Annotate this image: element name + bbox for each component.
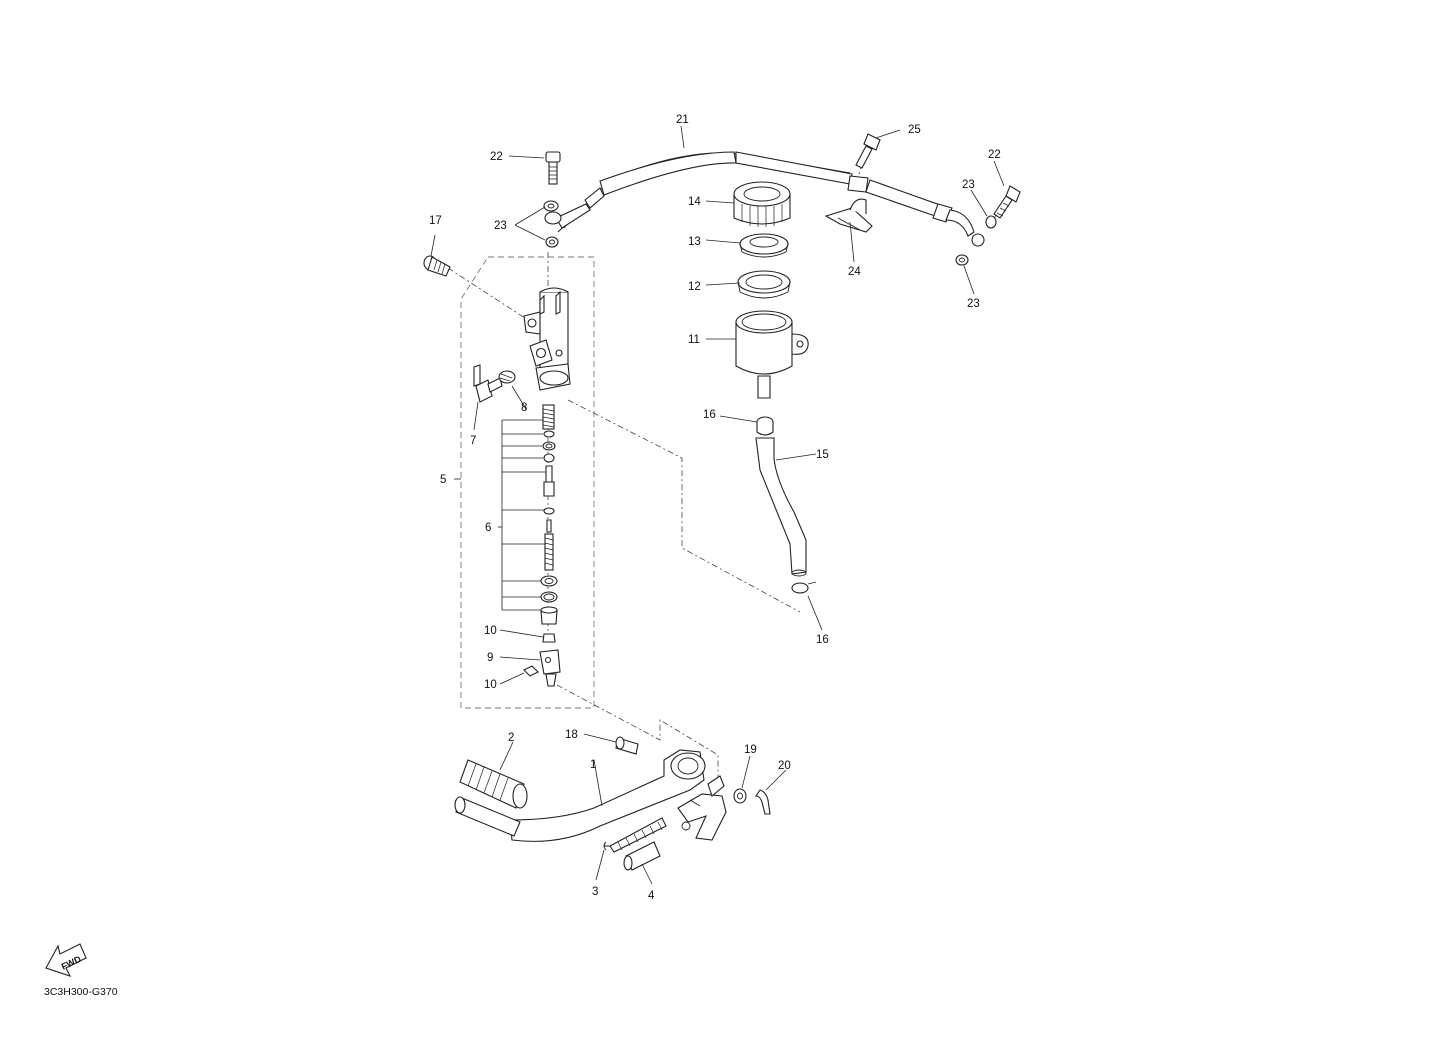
callout-20: 20 xyxy=(778,760,791,772)
hose-joint-7 xyxy=(473,364,503,403)
fwd-arrow-icon: FWD xyxy=(45,943,87,977)
reservoir-tank-11 xyxy=(735,310,809,399)
return-spring-3 xyxy=(603,817,667,853)
callout-3: 3 xyxy=(592,886,598,898)
leader-lines xyxy=(430,125,1005,885)
spring-cover-4 xyxy=(623,841,661,871)
diaphragm-12 xyxy=(737,270,791,299)
callout-15: 15 xyxy=(816,449,829,461)
callout-21: 21 xyxy=(676,114,689,126)
callout-5: 5 xyxy=(440,474,446,486)
nut-10-upper xyxy=(542,633,556,643)
bolt-25 xyxy=(855,133,881,169)
hose-clamp-16-upper xyxy=(756,416,774,436)
reservoir-hose-15 xyxy=(755,437,807,577)
bolt-17 xyxy=(423,255,451,277)
callout-14: 14 xyxy=(688,196,701,208)
callout-24: 24 xyxy=(848,266,861,278)
callout-9: 9 xyxy=(487,652,493,664)
callout-19: 19 xyxy=(744,744,757,756)
reservoir-cap-14 xyxy=(733,181,791,227)
brake-hose xyxy=(555,151,985,247)
callout-7: 7 xyxy=(470,435,476,447)
callout-11: 11 xyxy=(688,334,700,346)
callout-16-lower: 16 xyxy=(816,634,829,646)
callout-6: 6 xyxy=(485,522,491,534)
union-bolt-22-right xyxy=(993,185,1021,219)
cotter-pin-20 xyxy=(754,789,771,815)
callout-4: 4 xyxy=(648,890,655,902)
alignment-lines xyxy=(447,149,1006,788)
callout-16-upper: 16 xyxy=(703,409,716,421)
nut-10-lower xyxy=(523,665,539,677)
callout-23-left: 23 xyxy=(494,220,507,232)
callout-23-right-lower: 23 xyxy=(967,298,980,310)
hose-holder-24 xyxy=(824,198,873,233)
callout-25: 25 xyxy=(908,124,921,136)
diagram-code: 3C3H300-G370 xyxy=(44,986,118,998)
callout-18: 18 xyxy=(565,729,578,741)
o-ring-8 xyxy=(498,370,516,384)
master-cylinder-body xyxy=(523,287,571,391)
callout-8: 8 xyxy=(521,402,527,414)
footrest-rubber-2 xyxy=(459,759,528,809)
brake-pedal-1 xyxy=(454,749,727,842)
callout-12: 12 xyxy=(688,281,701,293)
callout-10-upper: 10 xyxy=(484,625,497,637)
callout-2: 2 xyxy=(508,732,514,744)
hose-clamp-16-lower xyxy=(791,581,817,594)
callout-22-right: 22 xyxy=(988,149,1001,161)
callout-labels: 1 2 3 4 5 6 7 8 9 10 10 11 12 13 14 15 1… xyxy=(429,114,1001,902)
piston-kit-6 xyxy=(540,404,558,625)
assembly-5-boundary xyxy=(460,256,595,709)
union-bolt-22-left xyxy=(545,151,561,185)
clevis-9 xyxy=(539,649,561,687)
callout-1: 1 xyxy=(590,759,596,771)
callout-23-right-upper: 23 xyxy=(962,179,975,191)
diaphragm-plate-13 xyxy=(739,233,789,258)
callout-13: 13 xyxy=(688,236,701,248)
washer-19 xyxy=(733,788,747,804)
pin-18 xyxy=(615,736,639,755)
callout-10-lower: 10 xyxy=(484,679,497,691)
callout-17: 17 xyxy=(429,215,442,227)
copper-washers-23 xyxy=(543,200,997,266)
callout-22-left: 22 xyxy=(490,151,503,163)
